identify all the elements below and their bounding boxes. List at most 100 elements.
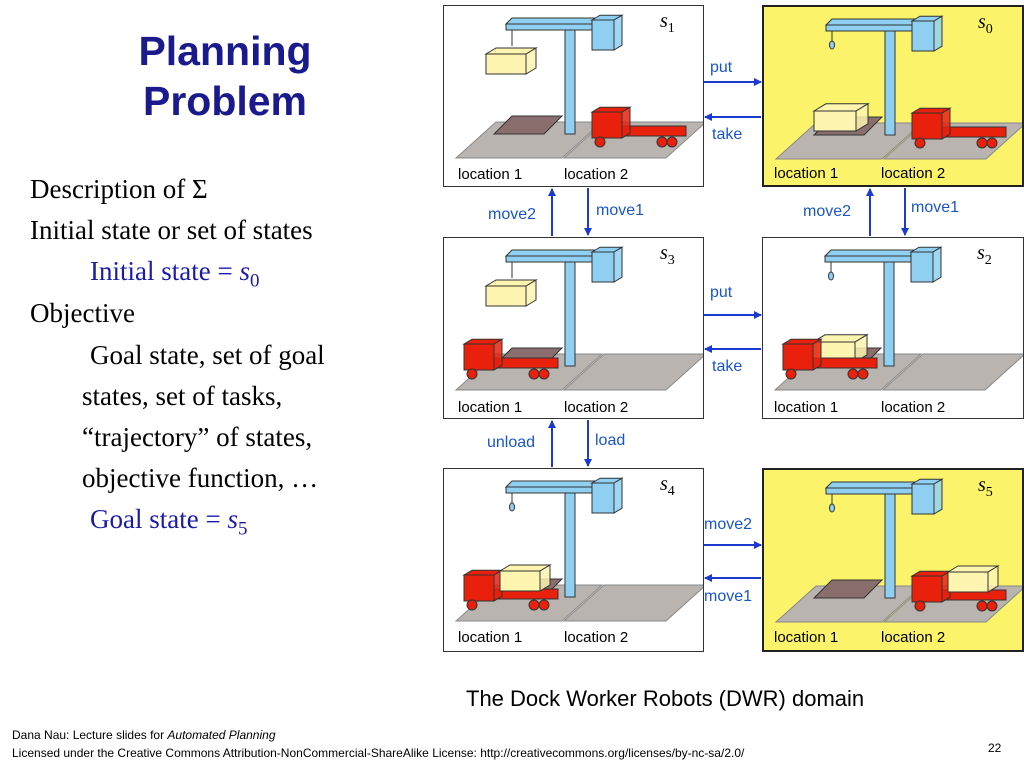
container-on-pallet [812, 102, 870, 132]
bullet-goal-line-1: Goal state, set of goal [90, 340, 325, 370]
container-on-robot [946, 565, 1000, 593]
initial-state-prefix: Initial state = [90, 256, 240, 286]
robot-wheel [914, 137, 926, 149]
action-move2-right: move2 [803, 203, 852, 220]
s0-location-1-label: location 1 [774, 165, 839, 182]
initial-state-var: s [239, 256, 250, 286]
crane-head [910, 478, 944, 515]
s5-location-1-label: location 1 [774, 629, 839, 646]
s5-location-2-label: location 2 [881, 629, 946, 646]
robot [910, 565, 1007, 612]
action-unload: unload [487, 434, 536, 451]
robot [910, 107, 1007, 149]
action-take-mid: take [712, 358, 743, 375]
s0-label: s0 [978, 11, 993, 37]
s4-label: s4 [660, 473, 675, 499]
s2-location-1-label: location 1 [774, 399, 839, 416]
crane-hook [829, 503, 835, 513]
location-2-ground [562, 584, 703, 622]
action-move1-right: move1 [911, 199, 960, 216]
action-move1-left: move1 [596, 202, 645, 219]
robot [462, 338, 559, 380]
robot-cab [462, 338, 504, 371]
s3-location-1-label: location 1 [458, 399, 523, 416]
s1-label: s1 [660, 10, 675, 36]
s0-location-2-label: location 2 [881, 165, 946, 182]
footer-book-title: Automated Planning [167, 728, 276, 742]
robot-wheel [986, 600, 998, 612]
s5-scene [774, 478, 1022, 623]
bullet-goal-line-3: “trajectory” of states, [82, 422, 313, 452]
action-move1-bottom: move1 [704, 588, 753, 605]
s1-location-2-label: location 2 [564, 166, 629, 183]
robot [462, 564, 559, 611]
s2-location-2-label: location 2 [881, 399, 946, 416]
action-move2-left: move2 [488, 206, 537, 223]
crane-head [909, 246, 943, 283]
robot-wheel [785, 368, 797, 380]
s3-label: s3 [660, 242, 675, 268]
goal-state-sub: 5 [237, 518, 248, 540]
bullet-objective: Objective [30, 298, 135, 328]
pallet [812, 579, 884, 599]
container-on-robot [498, 564, 552, 592]
title-line-2: Problem [142, 78, 308, 124]
action-load: load [595, 432, 626, 449]
s3-scene [454, 246, 703, 391]
s1-location-1-label: location 1 [458, 166, 523, 183]
robot-wheel [538, 599, 550, 611]
pallet [492, 115, 564, 135]
action-move2-bottom: move2 [704, 516, 753, 533]
s2-label: s2 [977, 242, 992, 268]
container-on-crane [484, 279, 538, 307]
robot-wheel [857, 368, 869, 380]
action-put-top: put [710, 59, 733, 76]
s1-scene [454, 14, 703, 159]
action-put-mid: put [710, 284, 733, 301]
goal-state-prefix: Goal state = [90, 504, 228, 534]
crane-head [590, 14, 624, 51]
robot-wheel [466, 599, 478, 611]
robot-cab [462, 569, 504, 602]
robot-wheel [466, 368, 478, 380]
action-take-top: take [712, 126, 743, 143]
container-on-crane [484, 47, 538, 75]
bullet-initial-state-value: Initial state = s0 [90, 256, 259, 292]
location-2-ground [881, 353, 1023, 391]
crane-head [590, 246, 624, 283]
bullet-goal-state-value: Goal state = s5 [90, 504, 247, 540]
s4-scene [454, 477, 703, 622]
bullet-description: Description of Σ [30, 174, 208, 204]
bullet-goal-line-4: objective function, … [82, 463, 319, 493]
robot-wheel [914, 600, 926, 612]
location-2-ground [562, 353, 703, 391]
state-s3: s3 location 1 location 2 [443, 237, 704, 419]
s5-label: s5 [978, 474, 993, 500]
state-s4: s4 location 1 location 2 [443, 468, 704, 652]
bullet-goal-line-2: states, set of tasks, [82, 381, 283, 411]
crane-hook [828, 271, 834, 281]
robot [590, 106, 687, 148]
slide-title: Planning Problem [100, 26, 350, 126]
crane-hook [829, 40, 835, 50]
robot-cab [781, 338, 823, 371]
diagram-caption: The Dock Worker Robots (DWR) domain [466, 686, 865, 711]
initial-state-sub: 0 [249, 270, 260, 292]
robot [781, 338, 878, 380]
state-s0-initial: s0 location 1 location 2 [762, 5, 1024, 187]
s3-location-2-label: location 2 [564, 399, 629, 416]
state-s1: s1 location 1 location 2 [443, 5, 704, 187]
robot-cab [910, 107, 952, 140]
state-s5-goal: s5 location 1 location 2 [762, 468, 1024, 652]
crane-head [590, 477, 624, 514]
robot-wheel [986, 137, 998, 149]
s4-location-2-label: location 2 [564, 629, 629, 646]
s4-location-1-label: location 1 [458, 629, 523, 646]
footer-credit: Dana Nau: Lecture slides for Automated P… [12, 728, 276, 742]
state-s2: s2 location 1 location 2 [762, 237, 1024, 419]
robot-wheel [594, 136, 606, 148]
s0-scene [774, 15, 1022, 160]
robot-cab [590, 106, 632, 139]
bullet-initial-state: Initial state or set of states [30, 215, 313, 245]
